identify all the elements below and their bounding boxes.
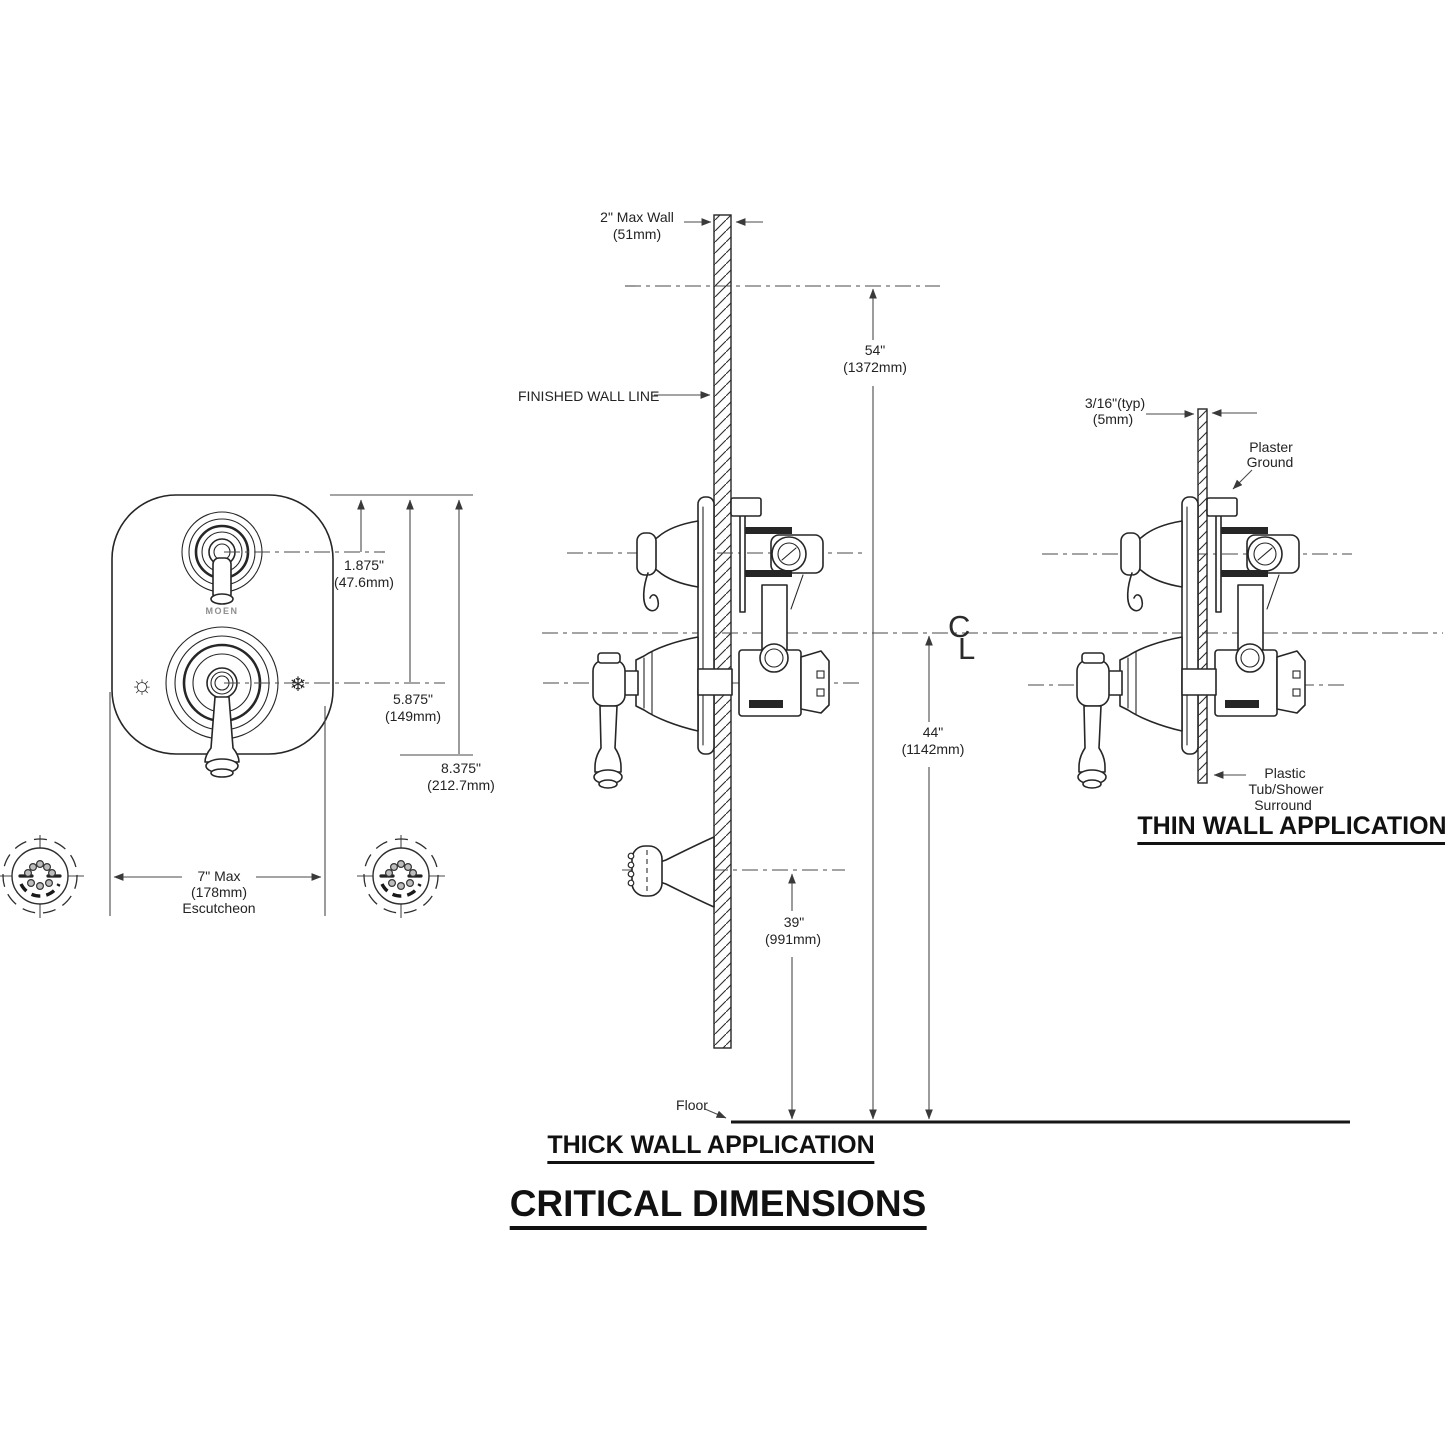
- dim-handle-offset-in: 1.875": [343, 557, 385, 573]
- thick-wall-rough-in-valve: [730, 497, 830, 717]
- thin-wall-trim: [1076, 496, 1217, 789]
- spray-head-plan-left: [0, 833, 86, 920]
- sun-icon: ☼: [130, 669, 154, 699]
- dim-width-in: 7" Max: [197, 868, 241, 884]
- thin-wall-rough-in-valve: [1206, 497, 1306, 717]
- surround-label-3: Surround: [1254, 797, 1312, 813]
- spray-head-plan-right: [355, 833, 447, 920]
- snowflake-icon: ❄: [290, 674, 307, 696]
- dim-width-mm: (178mm): [190, 884, 248, 900]
- wall-thickness-label: 2" Max Wall: [600, 209, 674, 225]
- surround-label-1: Plastic: [1264, 765, 1306, 781]
- thin-thickness-mm: (5mm): [1092, 411, 1134, 427]
- centerline-symbol: C L: [948, 609, 975, 666]
- dim-spout-in: 39": [783, 914, 805, 930]
- thin-thickness-label: 3/16"(typ): [1084, 395, 1146, 411]
- tub-spout: [622, 836, 845, 908]
- plaster-ground-label-1: Plaster: [1249, 439, 1293, 455]
- front-top-handle: [181, 511, 263, 605]
- svg-text:C: C: [948, 609, 970, 644]
- brand-logo: MOEN: [206, 606, 239, 616]
- front-view-dimensions: [109, 494, 473, 916]
- thick-wall-view: C L: [542, 214, 1443, 1124]
- dim-height-in: 8.375": [440, 760, 482, 776]
- dim-handle-offset-mm: (47.6mm): [334, 574, 394, 590]
- thick-wall-dimensions: [788, 288, 933, 1120]
- dim-valve-height-in: 44": [922, 724, 944, 740]
- surround-label-2: Tub/Shower: [1248, 781, 1324, 797]
- finished-wall-line-label: FINISHED WALL LINE: [518, 388, 660, 404]
- thin-wall-view: [1028, 408, 1352, 789]
- dim-showerhead-in: 54": [864, 342, 886, 358]
- dim-spout-mm: (991mm): [764, 931, 822, 947]
- floor-label: Floor: [676, 1097, 708, 1113]
- svg-text:L: L: [958, 631, 975, 666]
- dim-valve-offset-mm: (149mm): [384, 708, 442, 724]
- dim-valve-height-mm: (1142mm): [901, 741, 965, 757]
- page-title: CRITICAL DIMENSIONS: [509, 1183, 927, 1230]
- dim-valve-offset-in: 5.875": [392, 691, 434, 707]
- wall-thickness-mm: (51mm): [612, 226, 662, 242]
- front-view-trim: ☼ ❄: [111, 494, 445, 778]
- dim-showerhead-mm: (1372mm): [843, 359, 907, 375]
- thick-wall-title: THICK WALL APPLICATION: [547, 1131, 875, 1164]
- plaster-ground-label-2: Ground: [1246, 454, 1294, 470]
- dim-width-note: Escutcheon: [182, 900, 256, 916]
- dim-height-mm: (212.7mm): [427, 777, 495, 793]
- thin-wall-title: THIN WALL APPLICATION: [1137, 812, 1445, 845]
- thick-wall-trim: [592, 496, 733, 789]
